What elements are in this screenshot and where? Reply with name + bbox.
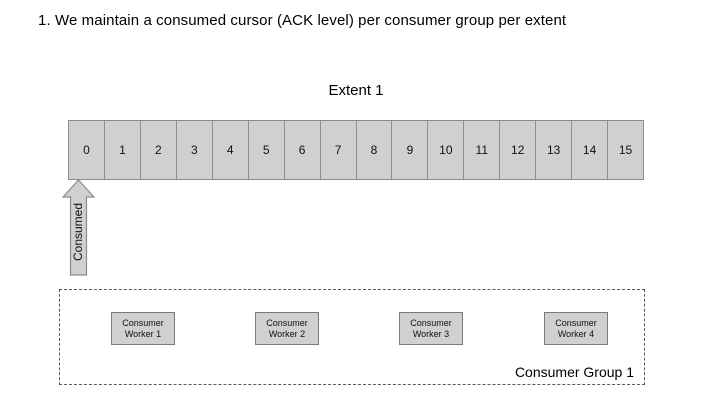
extent-title: Extent 1 xyxy=(328,82,384,99)
extent-cell[interactable]: 8 xyxy=(356,121,393,179)
extent-cell[interactable]: 14 xyxy=(572,121,609,179)
extent-cell[interactable]: 12 xyxy=(500,121,537,179)
extent-cell[interactable]: 9 xyxy=(392,121,429,179)
consumed-cursor-arrow-icon xyxy=(62,180,95,276)
worker-label-line1: Consumer xyxy=(122,317,164,328)
extent-cell[interactable]: 13 xyxy=(536,121,573,179)
worker-label-line1: Consumer xyxy=(266,317,308,328)
extent-cell[interactable]: 7 xyxy=(320,121,357,179)
consumer-group-label: Consumer Group 1 xyxy=(514,364,634,380)
extent-cell[interactable]: 10 xyxy=(428,121,465,179)
extent-cell[interactable]: 4 xyxy=(212,121,249,179)
consumer-worker-3[interactable]: Consumer Worker 3 xyxy=(399,312,463,345)
worker-label-line1: Consumer xyxy=(410,317,452,328)
extent-cell[interactable]: 0 xyxy=(69,121,105,179)
slide-heading: 1. We maintain a consumed cursor (ACK le… xyxy=(38,12,567,29)
worker-label-line2: Worker 3 xyxy=(412,328,450,339)
consumer-worker-4[interactable]: Consumer Worker 4 xyxy=(544,312,608,345)
worker-label-line2: Worker 4 xyxy=(557,328,595,339)
worker-label-line2: Worker 2 xyxy=(268,328,306,339)
extent-cell[interactable]: 5 xyxy=(248,121,285,179)
extent-cell[interactable]: 1 xyxy=(104,121,141,179)
extent-bar: 0 1 2 3 4 5 6 7 8 9 10 11 12 13 14 15 xyxy=(68,120,644,180)
consumer-worker-2[interactable]: Consumer Worker 2 xyxy=(255,312,319,345)
extent-cell[interactable]: 3 xyxy=(176,121,213,179)
worker-label-line1: Consumer xyxy=(555,317,597,328)
extent-cell[interactable]: 11 xyxy=(464,121,501,179)
extent-cell[interactable]: 15 xyxy=(608,121,643,179)
consumer-group-box: Consumer Worker 1 Consumer Worker 2 Cons… xyxy=(59,289,645,385)
extent-cell[interactable]: 2 xyxy=(140,121,177,179)
consumer-worker-1[interactable]: Consumer Worker 1 xyxy=(111,312,175,345)
worker-label-line2: Worker 1 xyxy=(124,328,162,339)
extent-cell[interactable]: 6 xyxy=(284,121,321,179)
